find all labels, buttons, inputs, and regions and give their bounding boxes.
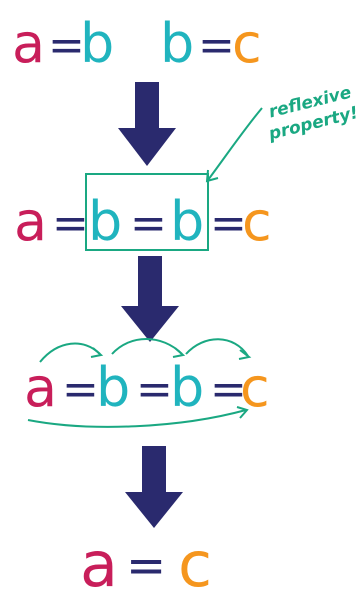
row1-equals-1: = bbox=[48, 20, 85, 71]
row-3-chain: a = b = b = c bbox=[24, 338, 270, 428]
row2-equals-1: = bbox=[52, 198, 89, 249]
row-1-given-equations: a = b b = c bbox=[12, 12, 262, 75]
row2-equals-2: = bbox=[130, 198, 167, 249]
curved-arrow-icon bbox=[111, 338, 183, 355]
reflexive-property-annotation: reflexive property! bbox=[205, 83, 360, 183]
row3-term-c: c bbox=[240, 356, 270, 419]
row4-equals: = bbox=[126, 538, 166, 594]
row2-equals-3: = bbox=[210, 198, 247, 249]
chain-arcs bbox=[27, 338, 252, 428]
row1-term-a: a bbox=[12, 12, 45, 75]
row-4-conclusion: a = c bbox=[80, 528, 212, 597]
row3-term-a: a bbox=[24, 356, 57, 419]
curved-arrow-icon bbox=[185, 338, 249, 357]
row2-term-c: c bbox=[242, 190, 272, 253]
row2-term-b-2: b bbox=[170, 190, 204, 253]
curved-arrow-icon bbox=[27, 409, 247, 428]
down-arrow-icon bbox=[121, 256, 179, 342]
row2-term-a: a bbox=[14, 190, 47, 253]
row3-term-b-1: b bbox=[96, 356, 130, 419]
row3-equals-2: = bbox=[136, 364, 173, 415]
down-arrow-icon bbox=[125, 446, 183, 528]
row1-equals-2: = bbox=[198, 20, 235, 71]
reflexive-box bbox=[85, 173, 209, 251]
row1-term-b-1: b bbox=[80, 12, 114, 75]
row2-term-b-1: b bbox=[88, 190, 122, 253]
row-2-reflexive-step: a = b = b = c bbox=[14, 173, 272, 253]
row4-term-c: c bbox=[178, 528, 212, 597]
row3-equals-1: = bbox=[62, 364, 99, 415]
row1-term-b-2: b bbox=[160, 12, 194, 75]
down-arrow-icon bbox=[118, 82, 176, 166]
row3-term-b-2: b bbox=[170, 356, 204, 419]
curved-arrow-icon bbox=[207, 107, 263, 181]
row1-term-c: c bbox=[232, 12, 262, 75]
row3-equals-3: = bbox=[210, 364, 247, 415]
row4-term-a: a bbox=[80, 528, 118, 597]
